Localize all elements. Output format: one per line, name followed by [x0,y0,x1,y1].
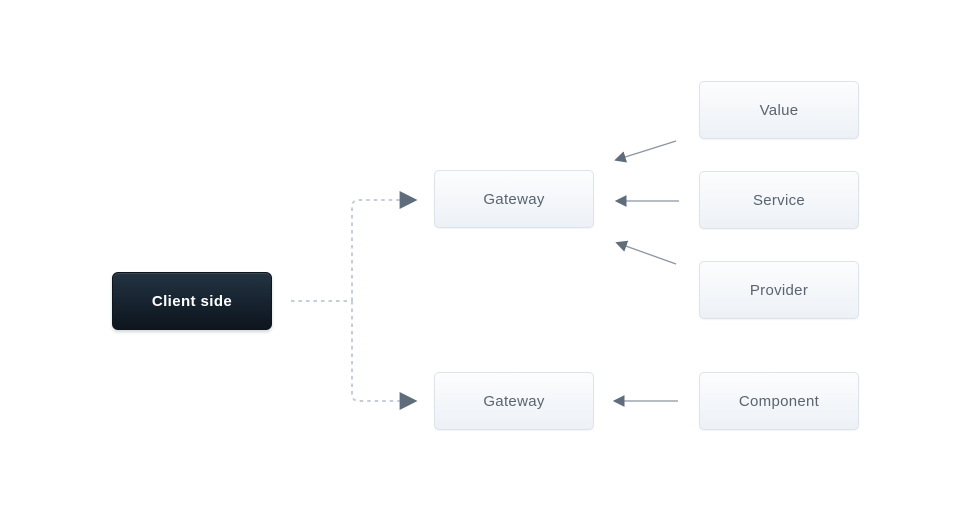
node-service-label: Service [752,191,806,209]
node-provider: Provider [699,261,859,319]
node-value-label: Value [759,101,799,119]
edge-provider-to-gateway-top [615,240,677,265]
node-provider-label: Provider [749,281,809,299]
node-component: Component [699,372,859,430]
node-client-side: Client side [112,272,272,330]
node-client-side-label: Client side [151,292,233,310]
node-gateway-bottom: Gateway [434,372,594,430]
edge-client-to-gateway-top [351,191,418,301]
node-gateway-top-label: Gateway [483,190,545,208]
edge-client-to-gateway-bottom [351,301,418,410]
node-gateway-top: Gateway [434,170,594,228]
edge-value-to-gateway-top [614,140,677,163]
node-gateway-bottom-label: Gateway [483,392,545,410]
node-service: Service [699,171,859,229]
node-component-label: Component [738,392,820,410]
node-value: Value [699,81,859,139]
